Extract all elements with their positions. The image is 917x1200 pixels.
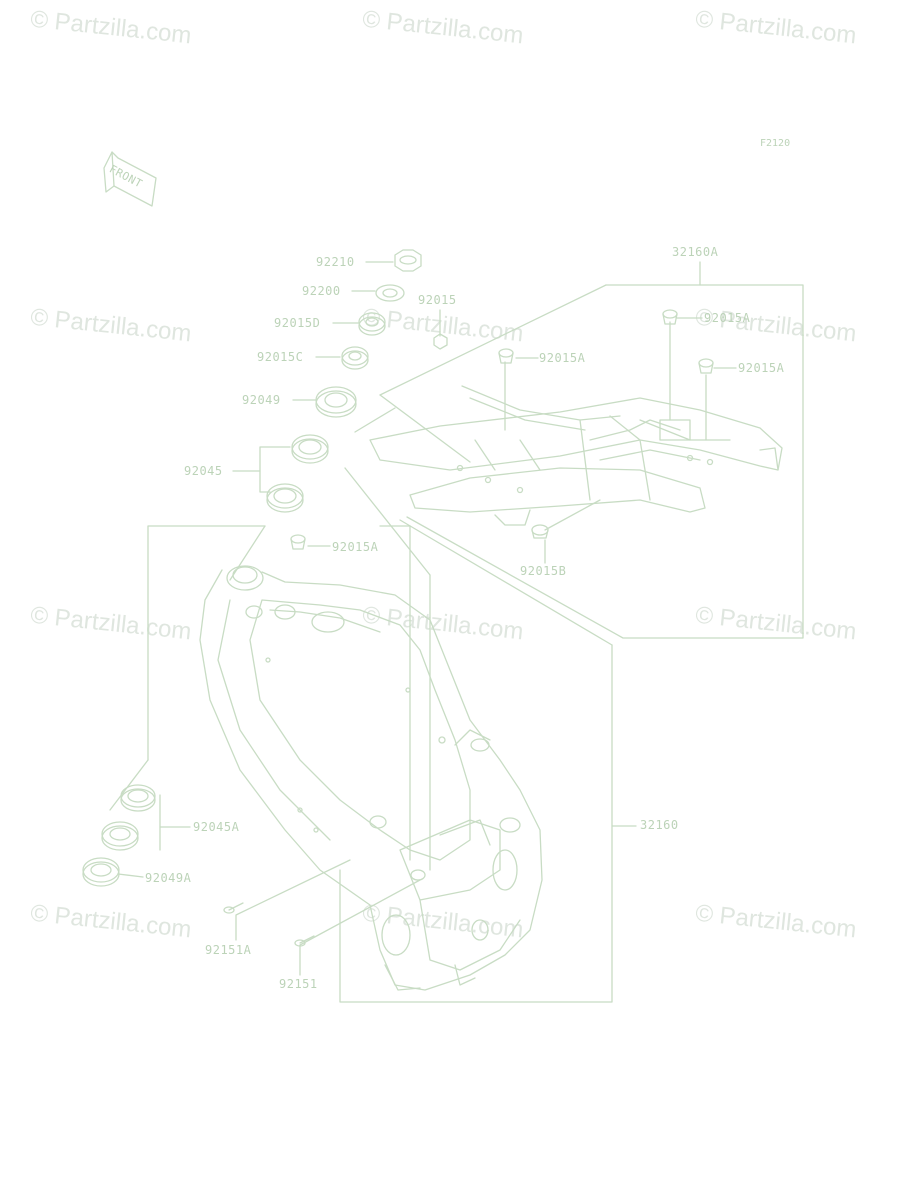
part-label[interactable]: 92015C bbox=[257, 350, 304, 364]
part-label[interactable]: 92151 bbox=[279, 977, 318, 991]
nut-92015B bbox=[531, 524, 549, 539]
bolt-92151 bbox=[294, 935, 315, 947]
nut-92015C bbox=[341, 346, 369, 370]
nut-92015A-top bbox=[662, 309, 678, 325]
part-label[interactable]: 92049 bbox=[242, 393, 281, 407]
part-label[interactable]: 32160 bbox=[640, 818, 679, 832]
part-label[interactable]: 32160A bbox=[672, 245, 719, 259]
bearing-92045A-race bbox=[120, 784, 156, 812]
front-arrow-icon bbox=[103, 151, 157, 207]
nut-92210 bbox=[394, 249, 422, 272]
part-label[interactable]: 92015B bbox=[520, 564, 567, 578]
seal-92049 bbox=[315, 386, 357, 418]
bolt-92151A bbox=[223, 902, 244, 914]
part-label[interactable]: 92049A bbox=[145, 871, 192, 885]
bearing-92045-lower bbox=[266, 483, 304, 513]
part-label[interactable]: 92210 bbox=[316, 255, 355, 269]
washer-92200 bbox=[375, 284, 405, 302]
part-label[interactable]: 92045A bbox=[193, 820, 240, 834]
nut-92015A-mid bbox=[498, 348, 514, 364]
part-label[interactable]: 92015D bbox=[274, 316, 321, 330]
subframe-32160A bbox=[369, 385, 783, 526]
bracket-32160A bbox=[406, 261, 804, 639]
diagram-reference: F2120 bbox=[760, 138, 791, 149]
seal-92049A bbox=[82, 857, 120, 887]
nut-92015 bbox=[433, 333, 448, 350]
bracket-32160 bbox=[339, 825, 637, 1003]
bracket-steering bbox=[147, 525, 266, 761]
part-label[interactable]: 92015A bbox=[704, 311, 751, 325]
part-label[interactable]: 92015A bbox=[539, 351, 586, 365]
part-label[interactable]: 92200 bbox=[302, 284, 341, 298]
bearing-92045A-cage bbox=[101, 821, 139, 851]
part-label[interactable]: 92015A bbox=[332, 540, 379, 554]
part-label[interactable]: 92151A bbox=[205, 943, 252, 957]
bearing-92045-upper bbox=[291, 434, 329, 464]
main-frame-32160 bbox=[199, 565, 543, 991]
part-label[interactable]: 92015 bbox=[418, 293, 457, 307]
nut-92015A-right bbox=[698, 358, 714, 374]
nut-92015A-frame bbox=[290, 534, 306, 550]
part-label[interactable]: 92045 bbox=[184, 464, 223, 478]
part-label[interactable]: 92015A bbox=[738, 361, 785, 375]
nut-92015D bbox=[358, 312, 386, 336]
